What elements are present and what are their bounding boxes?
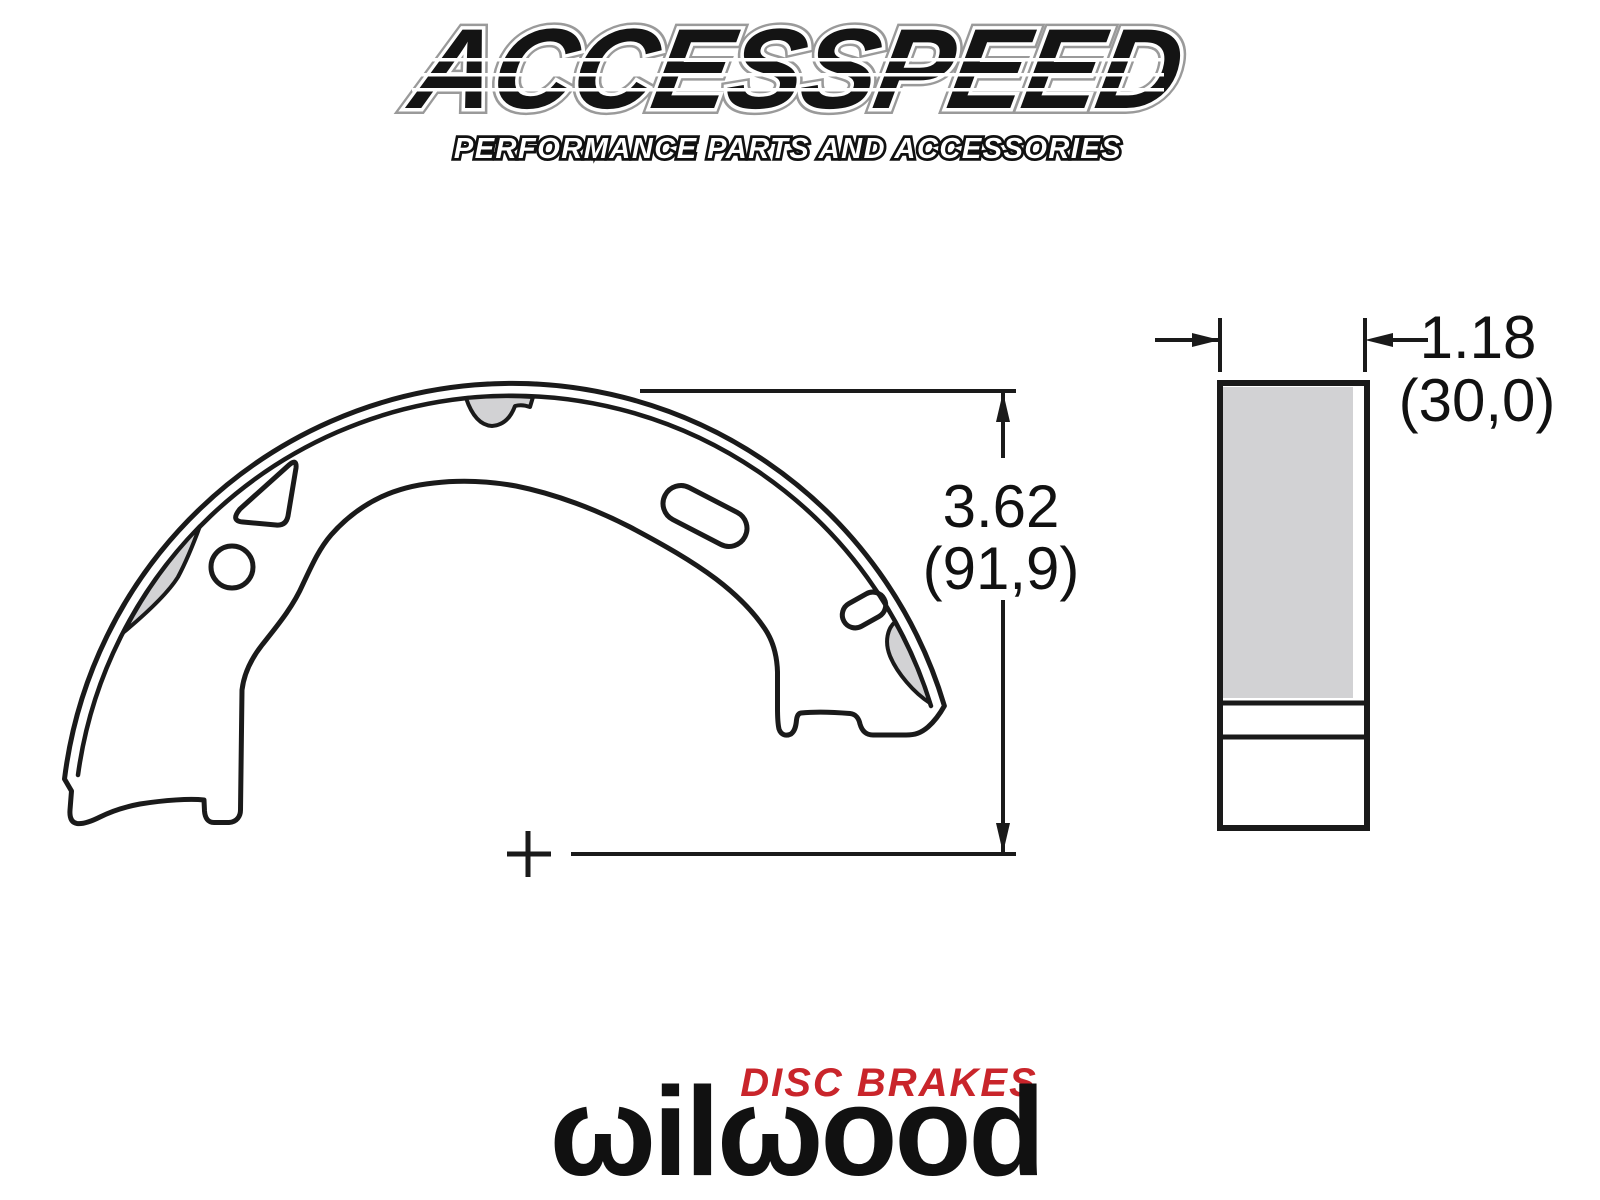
speed-stripe [412,88,1164,92]
wilwood-logo: DISC BRAKES ωilωood [550,1061,1046,1200]
side-view-lining-shade [1223,387,1353,698]
lining-shade-tip [885,620,932,705]
brand-outline-gray: ACCESSPEED [400,6,1191,133]
arrowhead-left [1365,333,1393,347]
side-view-outline [1217,380,1370,831]
speed-stripe [412,73,1164,77]
dim-radial-mm: (91,9) [923,535,1080,602]
dim-width [1155,318,1428,372]
tagline-text: PERFORMANCE PARTS AND ACCESSORIES [454,133,1122,165]
round-hole [208,543,256,591]
speed-stripe [412,58,1164,62]
shoe-profile-view [62,380,947,827]
brand-text: ACCESSPEED [400,6,1191,133]
lining-shade-left [122,524,202,634]
arrowhead-down [996,823,1010,853]
oblong-slot [660,483,750,549]
dim-radial-height [507,389,1016,877]
arrowhead-up [996,392,1010,422]
dim-radial-in: 3.62 [943,473,1060,540]
arrowhead-right [1192,333,1220,347]
dim-width-in: 1.18 [1420,304,1537,371]
lining-shade-top [464,394,535,428]
disc-brakes-text: DISC BRAKES [740,1061,1038,1105]
wilwood-text: ωilωood [550,1061,1043,1200]
accesspeed-logo: ACCESSPEED ACCESSPEED PERFORMANCE PARTS … [394,0,1197,168]
triangle-cutout [233,459,299,528]
shoe-outline [62,380,947,827]
dim-width-mm: (30,0) [1399,367,1556,434]
shoe-side-view [1217,380,1370,831]
